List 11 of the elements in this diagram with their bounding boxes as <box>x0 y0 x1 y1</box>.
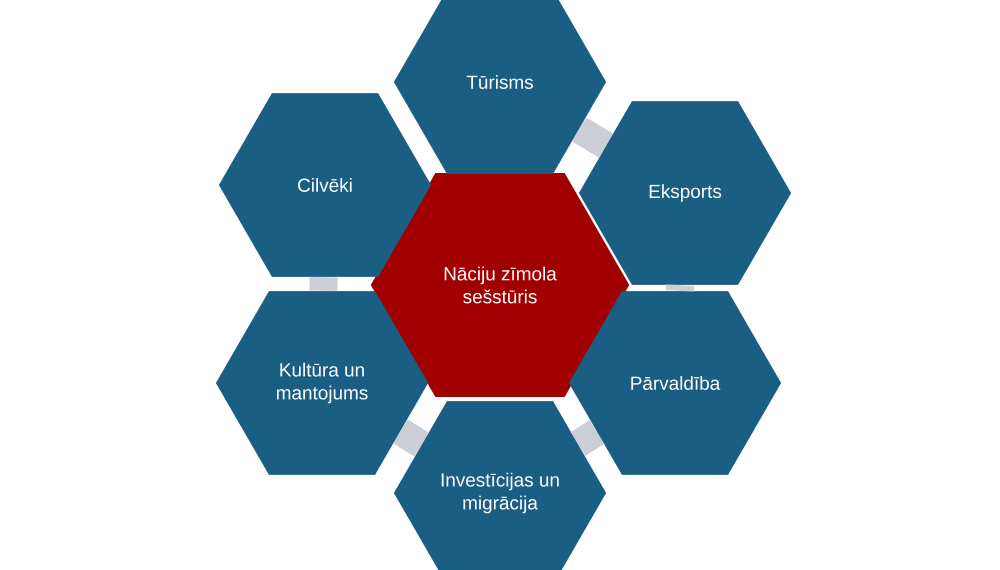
connector-band <box>570 420 604 456</box>
hexagon: Cilvēki <box>218 93 432 277</box>
hexagon: Kultūra un mantojums <box>216 291 428 475</box>
hexagon: Eksports <box>578 101 792 285</box>
hexagon: Tūrisms <box>394 0 606 174</box>
hexagon: Investīcijas un migrācija <box>394 401 606 570</box>
connector-band <box>666 284 694 292</box>
connector-band <box>572 117 614 158</box>
hexagon: Pārvaldība <box>568 291 782 475</box>
connector-band <box>309 276 338 292</box>
connector-band <box>393 420 429 456</box>
